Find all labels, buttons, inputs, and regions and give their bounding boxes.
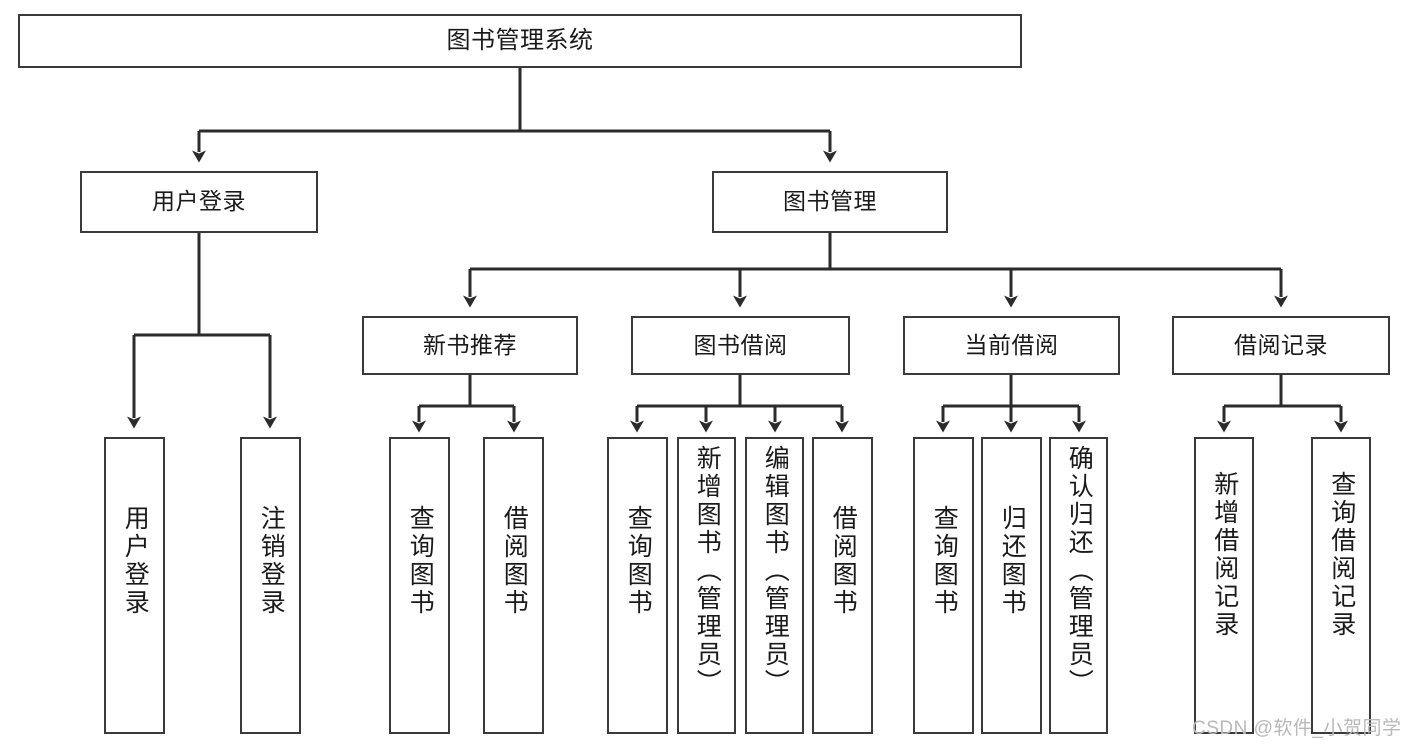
node-label: 注销登录 [257,505,286,617]
leaf-query-book-recommend[interactable]: 查询图书 [389,437,450,734]
node-label: 新书推荐 [423,331,517,358]
node-label: 借阅记录 [1234,331,1328,358]
leaf-confirm-return-admin[interactable]: 确认归还（管理员） [1049,437,1108,734]
node-borrow-record[interactable]: 借阅记录 [1172,316,1390,375]
node-label: 用户登录 [152,188,246,215]
leaf-logout[interactable]: 注销登录 [240,437,301,734]
node-label: 新增借阅记录 [1210,471,1239,639]
leaf-edit-book-admin[interactable]: 编辑图书（管理员） [745,437,804,734]
leaf-query-borrow-record[interactable]: 查询借阅记录 [1311,437,1371,734]
node-user-login[interactable]: 用户登录 [80,171,318,233]
node-label: 确认归还（管理员） [1065,445,1094,697]
node-label: 当前借阅 [964,331,1059,358]
leaf-query-book-borrow[interactable]: 查询图书 [607,437,668,734]
leaf-query-book-current[interactable]: 查询图书 [913,437,974,734]
node-label: 借阅图书 [829,505,858,617]
node-label: 归还图书 [998,505,1027,617]
node-book-borrow[interactable]: 图书借阅 [631,316,850,375]
node-root-system[interactable]: 图书管理系统 [18,14,1022,68]
node-book-management[interactable]: 图书管理 [712,171,948,233]
leaf-user-login[interactable]: 用户登录 [104,437,165,734]
node-label: 图书借阅 [693,331,788,358]
leaf-borrow-book-recommend[interactable]: 借阅图书 [483,437,544,734]
watermark-text: CSDN @软件_小贺同学 [1192,718,1402,739]
node-label: 借阅图书 [500,505,529,617]
node-label: 图书管理 [783,188,877,215]
node-label: 查询图书 [624,505,653,617]
node-label: 查询借阅记录 [1327,471,1356,639]
leaf-borrow-book-borrow[interactable]: 借阅图书 [812,437,873,734]
leaf-add-book-admin[interactable]: 新增图书（管理员） [677,437,736,734]
node-label: 查询图书 [930,505,959,617]
node-label: 编辑图书（管理员） [761,445,790,697]
leaf-add-borrow-record[interactable]: 新增借阅记录 [1194,437,1254,734]
node-label: 用户登录 [121,505,150,617]
leaf-return-book[interactable]: 归还图书 [981,437,1042,734]
node-label: 图书管理系统 [446,26,594,54]
node-label: 查询图书 [406,505,435,617]
node-new-book-recommend[interactable]: 新书推荐 [362,316,578,375]
node-label: 新增图书（管理员） [693,445,722,697]
node-current-borrow[interactable]: 当前借阅 [903,316,1120,375]
